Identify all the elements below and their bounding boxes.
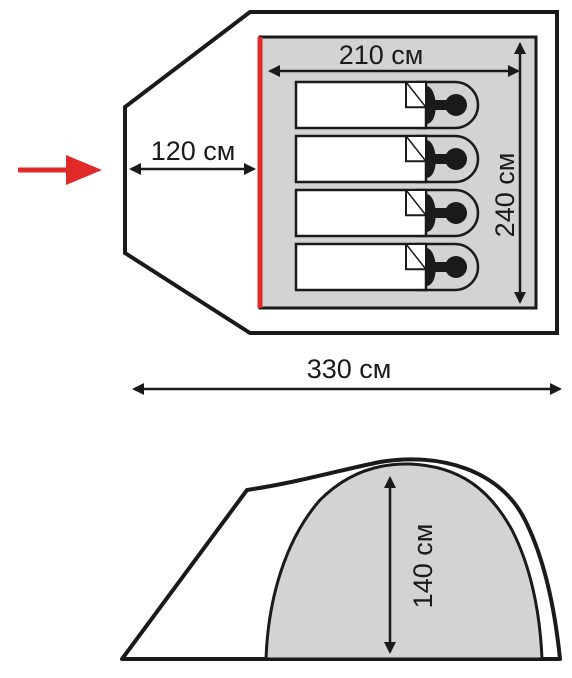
sleeping-bag [294, 80, 480, 130]
sleeping-bags [294, 80, 480, 292]
total-length-label: 330 см [307, 354, 392, 384]
inner-width-label: 210 см [339, 40, 424, 70]
arrow-icon [18, 155, 102, 185]
sleeping-bag [294, 188, 480, 238]
side-view: 140 см [120, 457, 562, 661]
floor-plan: 210 см 240 см 120 см [123, 10, 559, 335]
sleeping-bag [294, 134, 480, 184]
inner-length-label: 240 см [490, 153, 520, 238]
height-label: 140 см [408, 524, 438, 609]
inner-tent-arch [264, 462, 544, 661]
vestibule-depth-label: 120 см [151, 136, 236, 166]
sleeping-bag [294, 242, 480, 292]
